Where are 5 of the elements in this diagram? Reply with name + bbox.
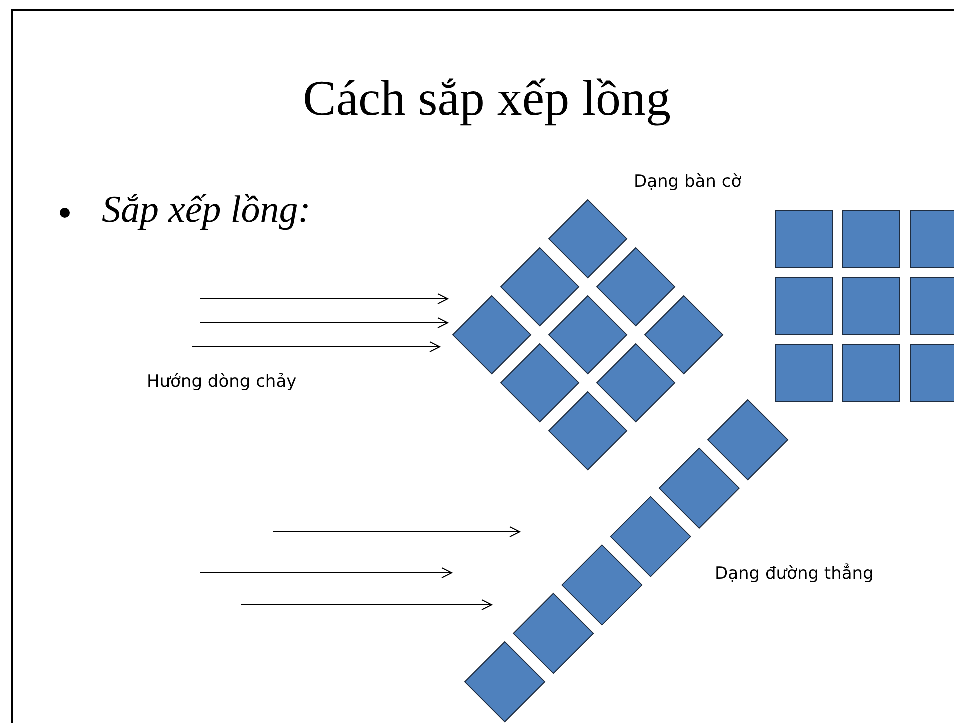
bullet-text: Sắp xếp lồng: [102,188,311,233]
slide-title: Cách sắp xếp lồng [302,69,672,128]
caption: Hướng dòng chảy [147,372,297,392]
caption: Dạng bàn cờ [634,172,742,192]
caption: Dạng đường thẳng [715,564,874,584]
